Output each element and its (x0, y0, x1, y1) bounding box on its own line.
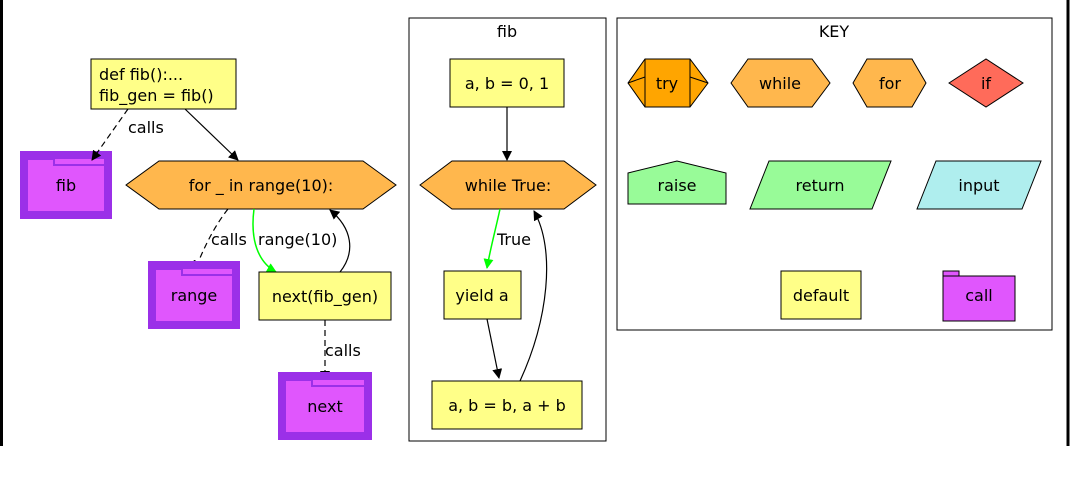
key-for-label: for (879, 74, 901, 93)
def-node-line1: def fib():... (99, 65, 183, 84)
fib-init-node: a, b = 0, 1 (449, 58, 565, 108)
edge-label-true: True (496, 230, 531, 249)
edge-update-to-while (519, 210, 548, 382)
edge-label-range-10: range(10) (258, 230, 337, 249)
key-try: try (627, 58, 709, 108)
def-node: def fib():... fib_gen = fib() (90, 58, 237, 110)
key-cluster: KEY try while for if raise (616, 17, 1053, 331)
call-node-range-label: range (171, 286, 218, 305)
key-call: call (942, 270, 1016, 322)
for-loop-node: for _ in range(10): (125, 160, 397, 210)
edge-next-calls-next: calls (320, 320, 361, 381)
key-while: while (730, 58, 831, 108)
fib-while-node: while True: (419, 160, 597, 210)
call-node-next-label: next (307, 397, 342, 416)
call-node-range: range (148, 261, 240, 329)
key-if: if (948, 58, 1024, 108)
key-for: for (852, 58, 927, 108)
fib-cluster: fib a, b = 0, 1 while True: True yield a… (408, 17, 607, 442)
edge-label-calls-next: calls (325, 341, 361, 360)
edge-next-to-for (329, 209, 351, 273)
fib-init-label: a, b = 0, 1 (465, 74, 549, 93)
key-raise-label: raise (657, 176, 696, 195)
key-return: return (749, 160, 892, 210)
fib-cluster-title: fib (497, 22, 517, 41)
key-try-label: try (656, 74, 678, 93)
key-default: default (780, 270, 862, 320)
call-node-fib-label: fib (56, 176, 76, 195)
edge-while-to-yield: True (483, 208, 531, 269)
call-node-fib: fib (20, 151, 112, 219)
key-while-label: while (759, 74, 801, 93)
fib-yield-label: yield a (455, 286, 508, 305)
call-node-next: next (278, 372, 372, 440)
key-input: input (916, 160, 1042, 210)
key-call-label: call (965, 286, 993, 305)
edge-def-calls-fib: calls (91, 108, 164, 161)
fib-yield-node: yield a (443, 270, 522, 320)
fib-while-label: while True: (465, 176, 551, 195)
fib-update-node: a, b = b, a + b (431, 380, 583, 430)
edge-label-calls-range: calls (211, 230, 247, 249)
next-node: next(fib_gen) (258, 271, 392, 321)
key-return-label: return (796, 176, 845, 195)
key-raise: raise (627, 160, 727, 205)
for-loop-node-label: for _ in range(10): (189, 176, 334, 196)
edge-for-to-next: range(10) (252, 208, 337, 273)
fib-update-label: a, b = b, a + b (448, 396, 566, 415)
key-if-label: if (981, 74, 991, 93)
edge-label-calls-fib: calls (128, 118, 164, 137)
edge-def-to-for (184, 108, 239, 161)
key-input-label: input (958, 176, 999, 195)
key-title: KEY (819, 22, 850, 41)
next-node-label: next(fib_gen) (272, 287, 378, 307)
def-node-line2: fib_gen = fib() (99, 86, 214, 106)
edge-yield-to-update (486, 318, 503, 379)
key-default-label: default (793, 286, 849, 305)
